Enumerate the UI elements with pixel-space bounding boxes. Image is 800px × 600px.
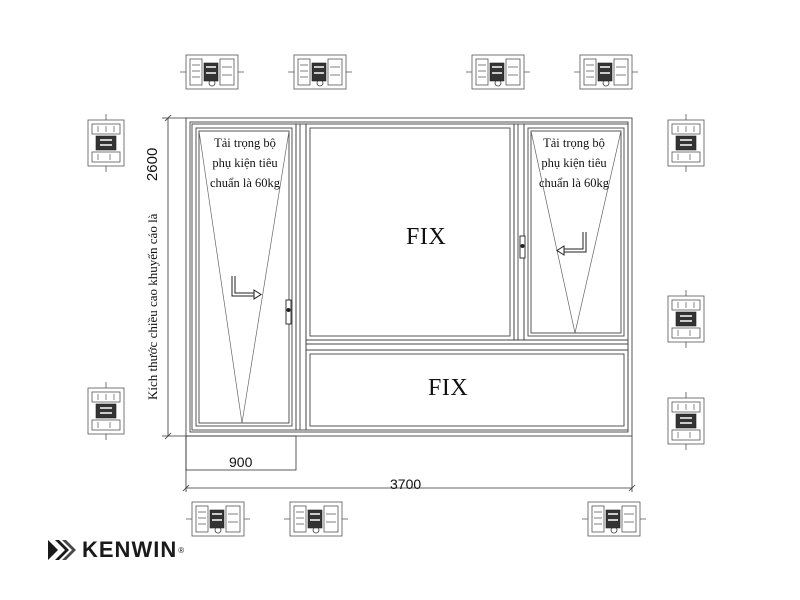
brand-logo: KENWIN ® [48,537,184,563]
profile-section-icon [287,54,353,90]
height-note: Kích thước chiều cao khuyến cáo là [145,213,160,400]
profile-section-icon [667,391,705,451]
brand-name: KENWIN [82,537,178,562]
profile-section-icon [667,113,705,173]
note-line: phụ kiện tiêu [541,156,607,170]
left-width-label: 900 [229,454,253,470]
right-handle [519,235,526,259]
note-line: Tải trọng bộ [543,136,605,150]
transom [305,339,629,351]
profile-section-icon [87,381,125,441]
profile-section-icon [573,54,639,90]
note-line: chuẩn là 60kg [209,176,281,190]
profile-section-icon [581,501,647,537]
note-line: chuẩn là 60kg [538,176,610,190]
total-width-dimension-line [182,436,636,492]
right-sash [523,123,629,341]
profile-section-icon [87,113,125,173]
sash-open-arrow-icon [556,232,587,256]
fix-bottom-label: FIX [428,375,469,401]
profile-section-icon [185,501,251,537]
right-sash-load-note: Tải trọng bộ phụ kiện tiêu chuẩn là 60kg [519,133,629,193]
height-label-group: Kích thước chiều cao khuyến cáo là 2600 [144,148,162,400]
total-width-label: 3700 [390,476,422,492]
kenwin-logo-icon [48,540,76,560]
note-line: phụ kiện tiêu [212,156,278,170]
profile-section-icon [667,289,705,349]
sash-open-arrow-icon [231,276,262,300]
profile-section-icon [179,54,245,90]
registered-mark: ® [178,545,185,555]
fix-top-label: FIX [406,224,447,250]
fix-bottom-panel [305,349,629,431]
height-dimension-line [162,114,186,440]
profile-section-icon [283,501,349,537]
height-value: 2600 [144,147,161,182]
note-line: Tải trọng bộ [214,136,276,150]
profile-section-icon [465,54,531,90]
left-handle [285,299,292,325]
left-sash-load-note: Tải trọng bộ phụ kiện tiêu chuẩn là 60kg [190,133,300,193]
